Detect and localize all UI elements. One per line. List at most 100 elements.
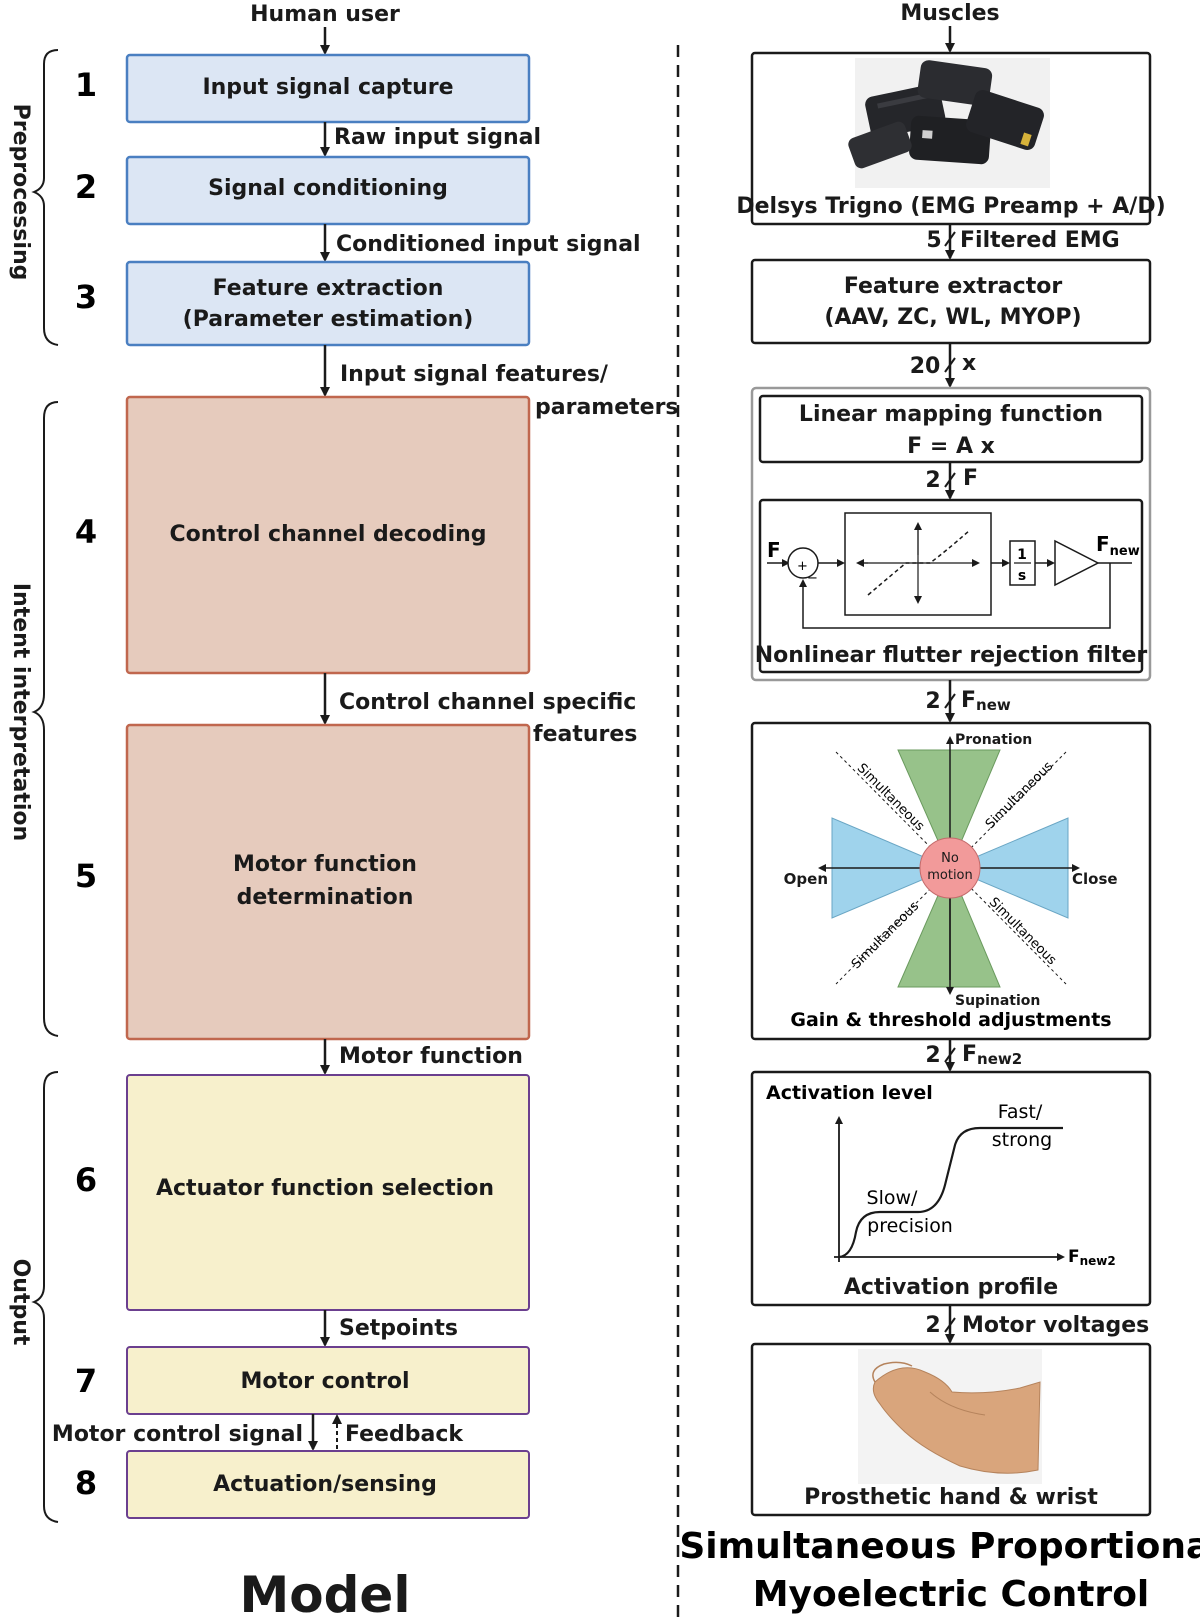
filter-out-sub: new (1110, 544, 1140, 559)
box-motor-function-line1: Motor function (233, 852, 417, 877)
sig5-count: 2 (925, 1043, 940, 1068)
filter-out-label: Fnew (1096, 532, 1140, 559)
prosthetic-hand-image (858, 1349, 1042, 1484)
slash-mark-4 (944, 693, 956, 709)
human-user-label: Human user (250, 2, 400, 27)
step-number-6: 6 (75, 1161, 97, 1199)
box-actuation-sensing (126, 1450, 530, 1519)
signal-feedback-label: Feedback (345, 1422, 464, 1447)
slash-mark-3 (944, 472, 956, 488)
box-input-signal-capture-label: Input signal capture (202, 75, 453, 100)
group-intent-label: Intent interpretation (8, 583, 33, 841)
slash-mark-1 (944, 231, 956, 247)
sig4-sub: new (976, 696, 1011, 714)
muscles-label: Muscles (900, 1, 999, 26)
step-number-1: 1 (75, 66, 97, 104)
sig4-count: 2 (925, 689, 940, 714)
box-feature-extraction (125, 260, 531, 347)
profile-ylabel: Activation level (766, 1082, 933, 1104)
box-signal-conditioning-label: Signal conditioning (208, 176, 448, 201)
open-label: Open (784, 870, 828, 888)
pronation-label: Pronation (955, 732, 1032, 748)
sig1-label: Filtered EMG (960, 228, 1120, 253)
signal-features-line1: Input signal features/ (340, 362, 609, 387)
sig2-label: x (962, 351, 976, 376)
close-label: Close (1072, 870, 1118, 888)
sig6-count: 2 (925, 1313, 940, 1338)
footer-model: Model (240, 1566, 411, 1620)
box-linear-mapping-line1: Linear mapping function (799, 402, 1103, 427)
box-motor-control (126, 1346, 530, 1415)
box-actuation-sensing-label: Actuation/sensing (213, 1472, 437, 1497)
box-actuator-function-selection (126, 1074, 530, 1311)
slash-mark-6 (944, 1317, 956, 1333)
profile-xsub: new2 (1080, 1254, 1116, 1268)
group-output-label: Output (8, 1259, 33, 1346)
signal-setpoints-label: Setpoints (339, 1316, 458, 1341)
filter-frac-num: 1 (1017, 547, 1027, 563)
step-number-3: 3 (75, 278, 97, 316)
brace-preprocessing (31, 49, 59, 346)
sig6-label: Motor voltages (962, 1313, 1149, 1338)
filter-frac-den: s (1018, 568, 1026, 584)
step-number-7: 7 (75, 1362, 97, 1400)
box-activation-profile (750, 1070, 1152, 1307)
box-linear-mapping-line2: F = A x (907, 434, 995, 459)
sig3-count: 2 (925, 468, 940, 493)
footer-right-line2: Myoelectric Control (753, 1574, 1150, 1615)
profile-slow-line1: Slow/ (867, 1187, 919, 1209)
filter-in-label: F (767, 538, 781, 562)
signal-conditioned-label: Conditioned input signal (336, 232, 641, 257)
profile-xlabel: Fnew2 (1068, 1247, 1116, 1268)
box-feature-extraction-line1: Feature extraction (213, 276, 444, 301)
box-feature-extraction-line2: (Parameter estimation) (183, 307, 474, 332)
step-number-8: 8 (75, 1464, 97, 1502)
filter-minus: − (807, 571, 818, 586)
profile-fast-line1: Fast/ (998, 1101, 1043, 1123)
supination-label: Supination (955, 993, 1040, 1009)
no-motion-line1: No (941, 851, 959, 866)
sig2-count: 20 (910, 354, 941, 379)
slash-mark-2 (944, 357, 956, 373)
footer-right-line1: Simultaneous Proportional (679, 1526, 1200, 1567)
box-feature-extractor-line2: (AAV, ZC, WL, MYOP) (824, 305, 1081, 330)
box-feature-extractor (750, 258, 1152, 345)
box-activation-profile-caption: Activation profile (844, 1275, 1058, 1300)
signal-motor-control-label: Motor control signal (52, 1422, 303, 1447)
profile-fast-line2: strong (992, 1129, 1052, 1151)
signal-channel-line1: Control channel specific (339, 690, 636, 715)
box-prosthetic-hand-caption: Prosthetic hand & wrist (804, 1485, 1098, 1510)
sig4-label: Fnew (961, 688, 1011, 714)
no-motion-line2: motion (927, 868, 973, 883)
filter-out-main: F (1096, 532, 1110, 556)
sig5-sub: new2 (977, 1050, 1022, 1068)
box-actuator-function-selection-label: Actuator function selection (156, 1176, 494, 1201)
box-gain-threshold-caption: Gain & threshold adjustments (790, 1009, 1111, 1031)
box-signal-conditioning (125, 155, 531, 226)
motion-class-diagram (818, 736, 1080, 995)
step-number-5: 5 (75, 857, 97, 895)
signal-channel-line2: features (533, 722, 637, 747)
sig5-label: Fnew2 (962, 1042, 1022, 1068)
box-motor-control-label: Motor control (241, 1369, 410, 1394)
box-control-channel-decoding-label: Control channel decoding (169, 522, 486, 547)
slash-mark-5 (944, 1047, 956, 1063)
sig4-main: F (961, 688, 976, 713)
box-feature-extractor-line1: Feature extractor (844, 274, 1063, 299)
sig3-label: F (963, 466, 978, 491)
signal-motor-function-label: Motor function (339, 1044, 523, 1069)
filter-plus: + (797, 559, 808, 574)
box-nonlinear-filter-caption: Nonlinear flutter rejection filter (755, 643, 1148, 668)
brace-output (31, 1071, 59, 1523)
sig1-count: 5 (926, 228, 941, 253)
box-input-signal-capture (125, 53, 531, 124)
delsys-sensors-image (848, 58, 1050, 188)
sig5-main: F (962, 1042, 977, 1067)
step-number-2: 2 (75, 168, 97, 206)
brace-intent (31, 401, 59, 1037)
box-delsys-caption: Delsys Trigno (EMG Preamp + A/D) (736, 194, 1165, 219)
box-control-channel-decoding (125, 395, 531, 675)
box-motor-function-determination (125, 723, 531, 1041)
profile-slow-line2: precision (867, 1215, 953, 1237)
step-number-4: 4 (75, 513, 97, 551)
